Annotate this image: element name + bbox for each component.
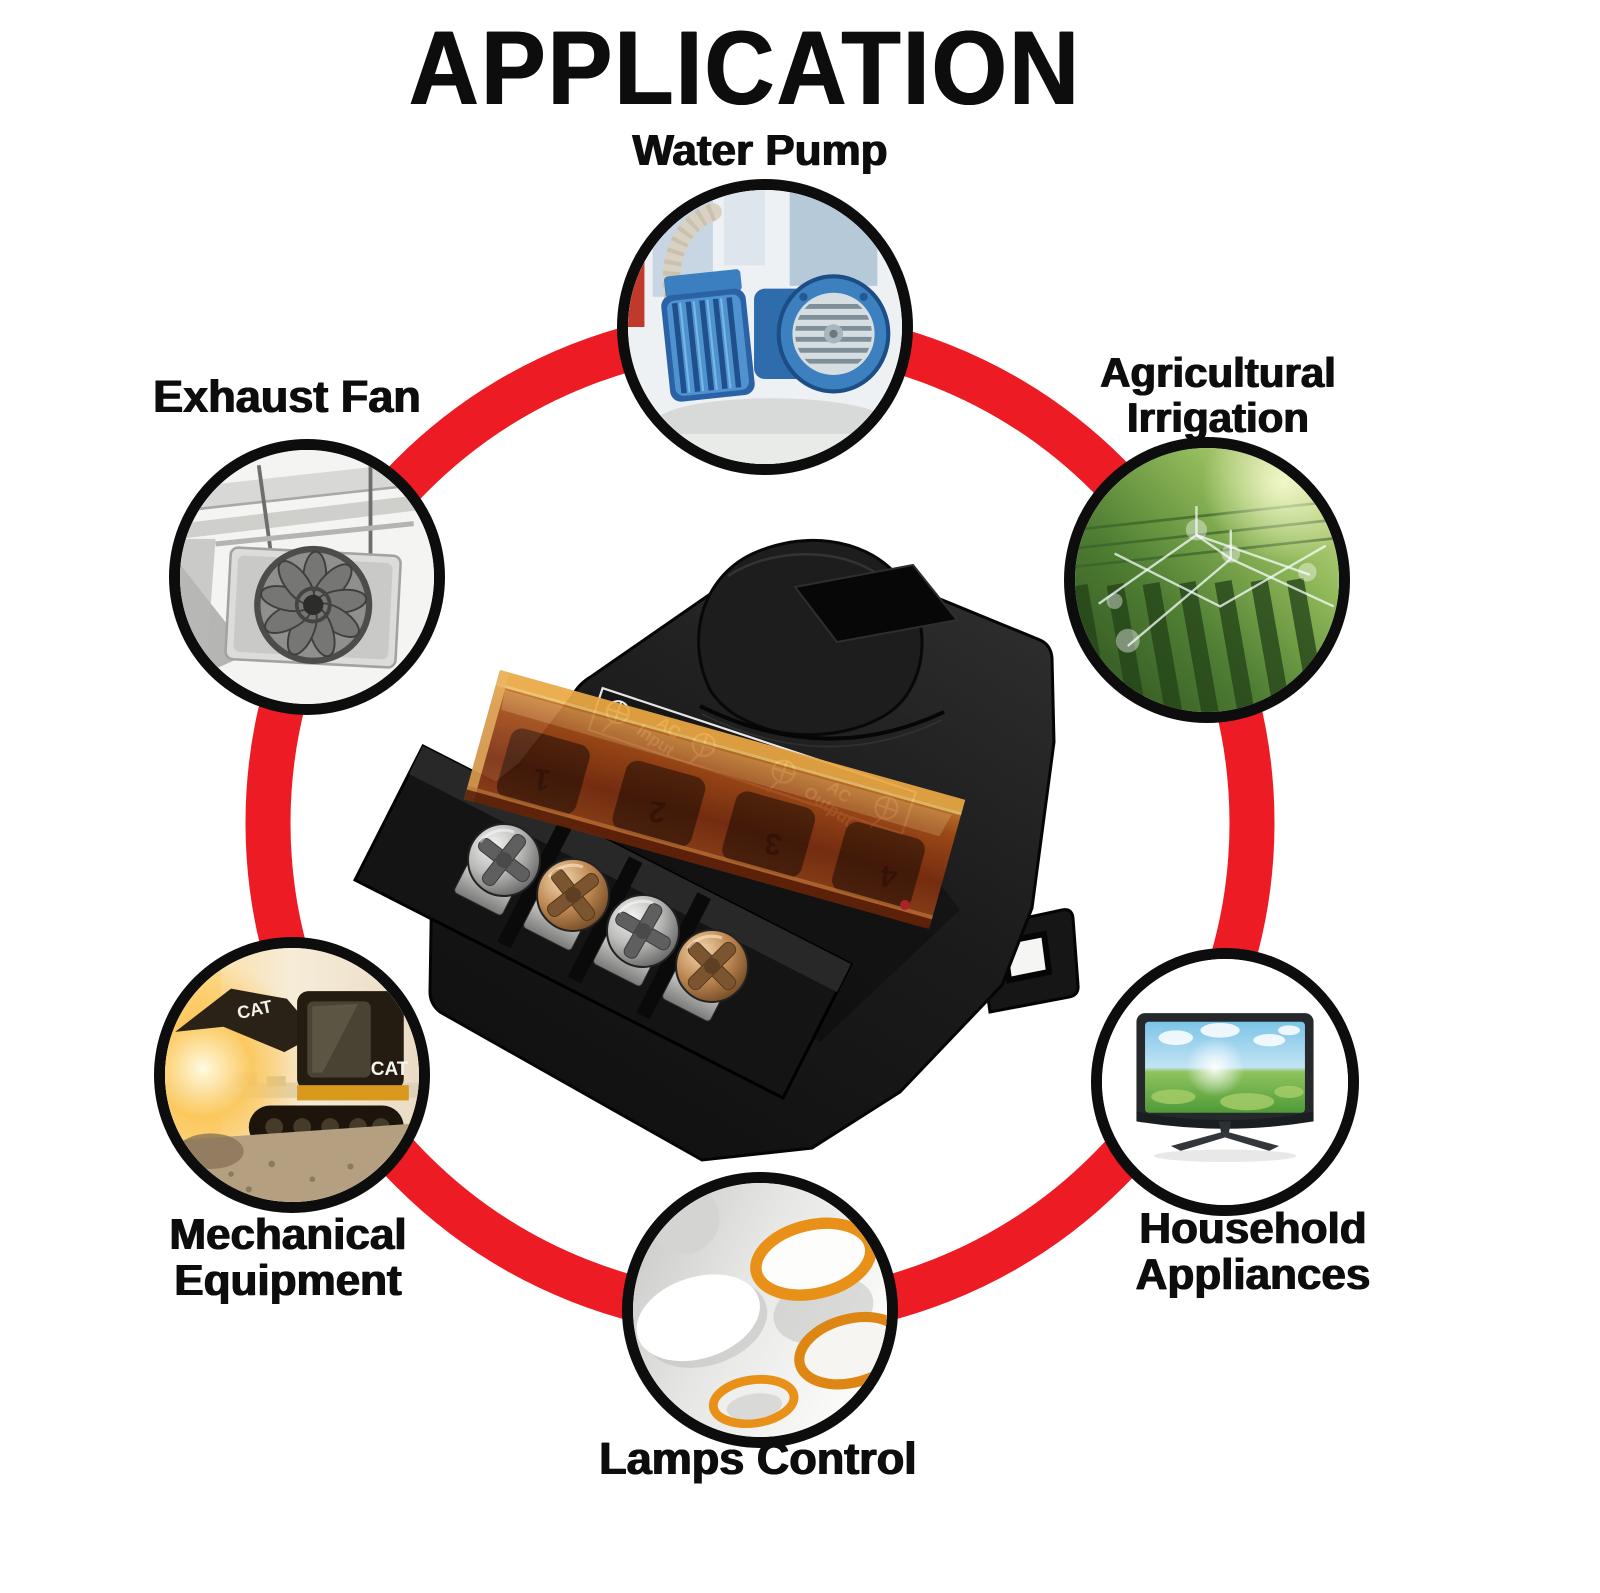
- water-pump-illustration: [628, 190, 902, 464]
- svg-text:3: 3: [763, 826, 784, 861]
- water-pump-photo: [617, 179, 913, 475]
- lamps-control-photo: [622, 1172, 898, 1448]
- label-agricultural-irrigation: Agricultural Irrigation: [1100, 349, 1336, 441]
- lid-recess-window: [793, 563, 959, 644]
- relay-switch-device: AC Input AC Output: [352, 538, 1080, 1162]
- label-household-appliances: Household Appliances: [1135, 1204, 1371, 1299]
- indicator-dot: [900, 900, 910, 910]
- page-title: APPLICATION: [408, 9, 1082, 127]
- svg-text:4: 4: [878, 858, 899, 893]
- svg-text:1: 1: [531, 762, 552, 797]
- exhaust-fan-photo: [169, 439, 445, 715]
- amber-terminal-cover: 1 2 3 4: [463, 670, 966, 929]
- label-lamps-control: Lamps Control: [599, 1433, 917, 1484]
- cat-logo-cab: CAT: [371, 1059, 409, 1080]
- terminal-number-marks: 1 2 3 4: [531, 762, 899, 894]
- label-water-pump: Water Pump: [632, 126, 888, 175]
- mechanical-equipment-photo: CAT CAT: [154, 937, 430, 1213]
- mechanical-equipment-illustration: CAT CAT: [165, 948, 419, 1202]
- agricultural-irrigation-illustration: [1075, 448, 1339, 712]
- household-appliances-illustration: [1102, 959, 1348, 1205]
- svg-text:2: 2: [647, 794, 668, 829]
- household-appliances-photo: [1091, 948, 1359, 1216]
- lamps-control-illustration: [633, 1183, 887, 1437]
- label-mechanical-equipment: Mechanical Equipment: [169, 1210, 407, 1305]
- exhaust-fan-illustration: [180, 450, 434, 704]
- terminal-screws: [454, 823, 749, 1022]
- agricultural-irrigation-photo: [1064, 437, 1350, 723]
- label-exhaust-fan: Exhaust Fan: [153, 371, 421, 422]
